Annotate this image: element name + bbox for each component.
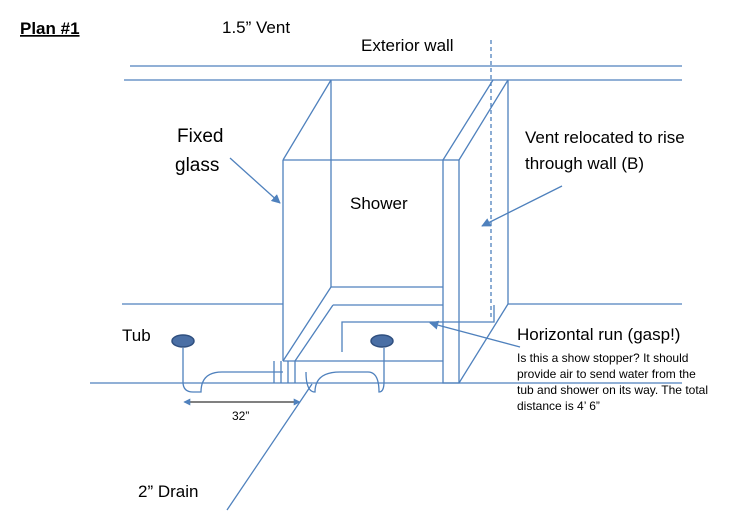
note-line-3: tub and shower on its way. The total [517, 383, 708, 397]
shower-label: Shower [350, 194, 408, 213]
fixed-glass-pointer [229, 157, 281, 204]
tub-drain-icon [171, 334, 195, 348]
shower-floor [273, 286, 443, 383]
vent-label: 1.5” Vent [222, 18, 290, 37]
shower-drain-icon [370, 334, 394, 348]
plan-title: Plan #1 [20, 19, 80, 38]
note-line-1: Is this a show stopper? It should [517, 351, 688, 365]
exterior-wall [124, 65, 682, 81]
vent-note-line-1: Vent relocated to rise [525, 128, 685, 147]
floor-lines [90, 303, 682, 384]
tub-label: Tub [122, 326, 151, 345]
fixed-glass-label-2: glass [175, 155, 219, 176]
shower-right-wall [442, 79, 509, 384]
horizontal-run-label: Horizontal run (gasp!) [517, 325, 680, 344]
vent-note-pointer [481, 185, 563, 227]
note-line-4: distance is 4’ 6” [517, 399, 600, 413]
dimension-label: 32” [232, 409, 249, 423]
shower-back-panel [330, 80, 443, 288]
drain-label: 2” Drain [138, 482, 198, 501]
drain-leader [226, 383, 313, 511]
note-line-2: provide air to send water from the [517, 367, 696, 381]
fixed-glass-panel [282, 79, 443, 361]
horizontal-run-pipe [341, 305, 495, 352]
vent-note-line-2: through wall (B) [525, 154, 644, 173]
exterior-wall-label: Exterior wall [361, 36, 454, 55]
horizontal-run-pointer [429, 320, 521, 348]
fixed-glass-label-1: Fixed [177, 126, 223, 147]
drain-pipes [182, 348, 385, 393]
